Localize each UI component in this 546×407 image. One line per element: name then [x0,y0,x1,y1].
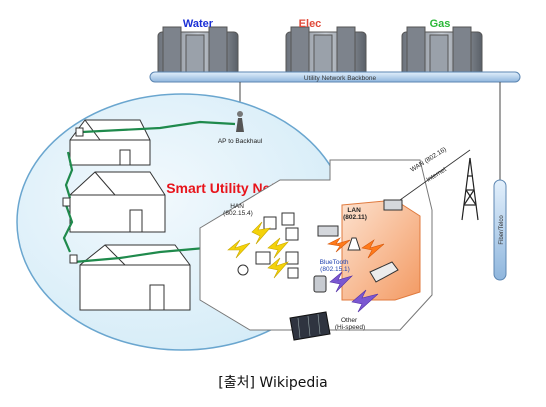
house-middle [69,171,166,233]
ap-to-backhaul: AP to Backhaul [218,111,263,145]
utility-network-backbone: Utility Network Backbone [149,71,521,83]
internet-label: Internet [425,166,448,184]
han-label-line-1: HAN [230,203,244,210]
lan-label-line-2: (802.11) [343,214,367,221]
house-bottom [79,244,191,311]
house-top [69,119,151,166]
backbone-label: Utility Network Backbone [304,75,377,82]
elec-label: Elec [299,18,322,30]
other-label-line-1: Other [341,317,358,324]
fiber-telco-backhaul: Fiber/Telco [493,179,507,281]
han-label-line-2: (802.15.4) [223,210,253,217]
lan-label-line-1: LAN [347,207,361,214]
water-utility: Water [157,18,239,80]
lan-label: LAN (802.11) [343,207,367,221]
gas-utility: Gas [401,18,483,80]
bluetooth-label: BlueTooth (802.15.1) [320,259,351,273]
bluetooth-links [329,271,379,313]
ap-label: AP to Backhaul [218,138,263,145]
mesh-links [62,120,236,264]
hi-speed-device [289,311,331,341]
home-premises [199,159,433,331]
elec-utility: Elec [285,18,367,80]
han-label: HAN (802.15.4) [223,203,253,217]
han-devices [237,212,299,279]
gas-label: Gas [430,18,451,30]
fiber-label: Fiber/Telco [499,215,505,245]
image-caption: [출처] Wikipedia [218,375,328,391]
water-label: Water [183,18,214,30]
other-label-line-2: (Hi-speed) [335,324,365,331]
cell-tower [461,157,479,221]
lan-devices [313,199,403,293]
lan-wifi-links [327,237,385,259]
bluetooth-label-line-1: BlueTooth [320,259,349,266]
bluetooth-label-line-2: (802.15.1) [320,266,350,273]
other-label: Other (Hi-speed) [335,317,365,331]
han-zigbee-links [227,221,289,279]
